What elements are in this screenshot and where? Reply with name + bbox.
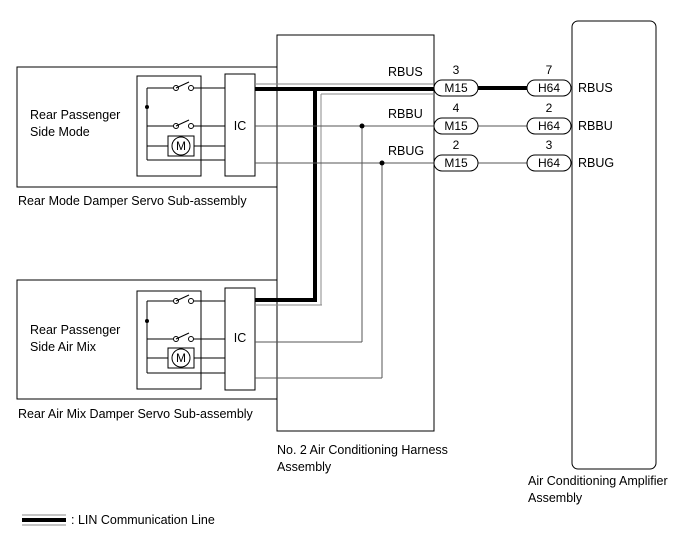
rear-mode-motor-label: M [176, 139, 186, 153]
amp-label-rbug: RBUG [578, 156, 614, 170]
lin-communication-line [255, 83, 434, 306]
rear-mode-ic [224, 73, 256, 177]
rear-mode-servo-caption: Rear Mode Damper Servo Sub-assembly [18, 194, 247, 208]
m15-pin-rbus: 3 [453, 63, 460, 77]
wire-rbug [255, 160, 527, 379]
wire-rbbu [255, 123, 527, 343]
harness-caption-line1: No. 2 Air Conditioning Harness [277, 443, 448, 457]
rear-airmix-switches [145, 294, 225, 374]
h64-connector-rbug: H64 [526, 154, 572, 172]
rear-airmix-label-line1: Rear Passenger [30, 323, 120, 337]
rear-airmix-ic [224, 287, 256, 391]
h64-connector-rbbu: H64 [526, 117, 572, 135]
rear-mode-label-line1: Rear Passenger [30, 108, 120, 122]
h64-pin-rbus: 7 [546, 63, 553, 77]
signal-label-rbbu: RBBU [388, 107, 423, 121]
svg-text:M15: M15 [444, 156, 468, 170]
amp-label-rbus: RBUS [578, 81, 613, 95]
rear-airmix-motor-label: M [176, 351, 186, 365]
m15-pin-rbbu: 4 [453, 101, 460, 115]
legend-text: : LIN Communication Line [71, 513, 215, 527]
h64-pin-rbbu: 2 [546, 101, 553, 115]
amplifier-caption-line2: Assembly [528, 491, 583, 505]
harness-assembly-box [276, 34, 435, 432]
rear-airmix-motor-icon: M [171, 348, 191, 368]
amplifier-caption-line1: Air Conditioning Amplifier [528, 474, 668, 488]
svg-text:H64: H64 [538, 81, 560, 95]
rear-airmix-label-line2: Side Air Mix [30, 340, 97, 354]
amplifier-box [571, 20, 657, 470]
m15-connector-rbbu: M15 [433, 117, 479, 135]
signal-label-rbug: RBUG [388, 144, 424, 158]
rear-mode-motor-icon: M [171, 136, 191, 156]
amp-label-rbbu: RBBU [578, 119, 613, 133]
rear-mode-label-line2: Side Mode [30, 125, 90, 139]
rear-mode-switches [145, 81, 225, 161]
legend: : LIN Communication Line [22, 513, 215, 527]
svg-text:H64: H64 [538, 156, 560, 170]
svg-text:M15: M15 [444, 81, 468, 95]
harness-caption-line2: Assembly [277, 460, 332, 474]
rear-airmix-ic-label: IC [234, 331, 247, 345]
h64-pin-rbug: 3 [546, 138, 553, 152]
m15-pin-rbug: 2 [453, 138, 460, 152]
h64-connector-rbus: H64 [526, 79, 572, 97]
m15-connector-rbug: M15 [433, 154, 479, 172]
m15-connector-rbus: M15 [433, 79, 479, 97]
svg-text:H64: H64 [538, 119, 560, 133]
rear-mode-ic-label: IC [234, 119, 247, 133]
signal-label-rbus: RBUS [388, 65, 423, 79]
svg-text:M15: M15 [444, 119, 468, 133]
rear-airmix-servo-caption: Rear Air Mix Damper Servo Sub-assembly [18, 407, 254, 421]
